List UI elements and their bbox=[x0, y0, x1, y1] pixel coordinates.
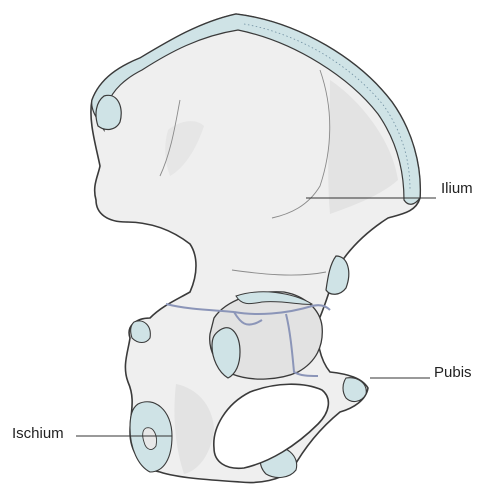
pubis-label: Pubis bbox=[434, 365, 472, 380]
ilium-label: Ilium bbox=[441, 181, 473, 196]
ischial-spine-cartilage bbox=[131, 321, 151, 343]
spine-cartilage-left bbox=[96, 95, 121, 129]
ischium-label: Ischium bbox=[12, 426, 64, 441]
